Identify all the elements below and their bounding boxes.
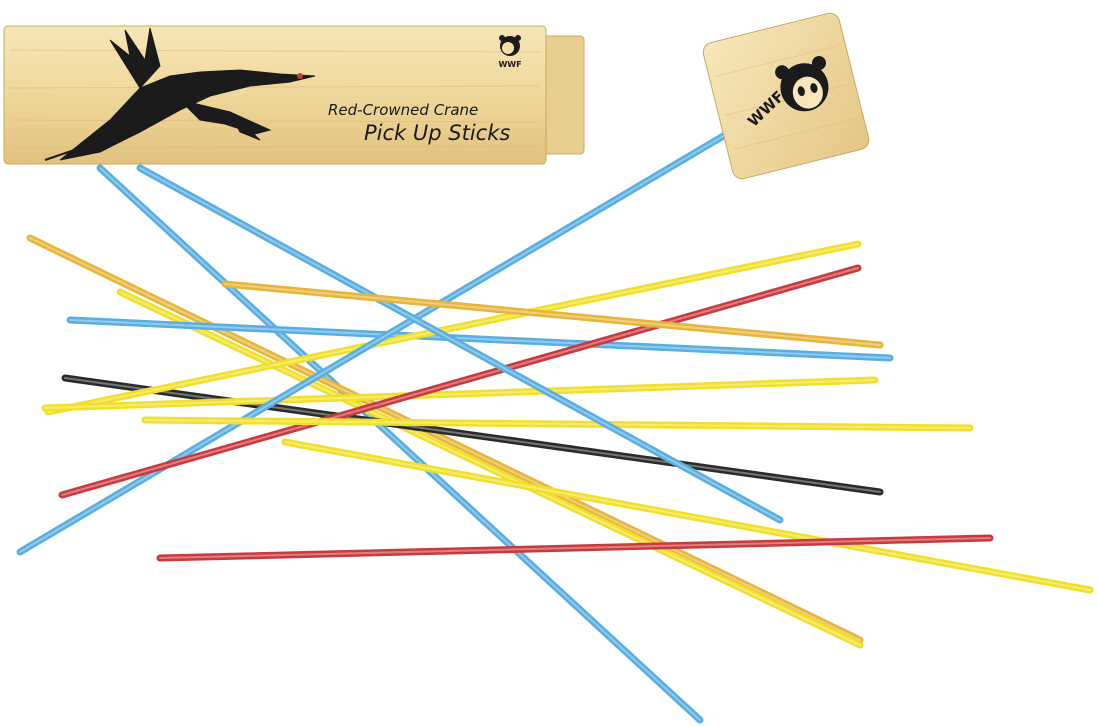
stick-highlight	[47, 243, 859, 413]
stick-blue	[66, 316, 894, 362]
stick-highlight	[44, 379, 876, 409]
crane-illustration	[44, 27, 316, 161]
stick-red	[58, 264, 862, 499]
stick-highlight	[159, 537, 991, 559]
wooden-box: WWF Red-Crowned Crane Pick Up Sticks	[3, 25, 585, 165]
stick-highlight	[69, 319, 891, 359]
stick-blue	[96, 164, 704, 724]
stick-highlight	[99, 167, 701, 721]
stick-highlight	[139, 167, 781, 521]
product-title: Pick Up Sticks	[364, 121, 510, 145]
sticks-pile	[16, 131, 1094, 724]
stick-highlight	[119, 291, 861, 646]
stick-highlight	[284, 441, 1091, 591]
stick-orange	[221, 280, 884, 349]
box-logo-text: WWF	[498, 60, 521, 69]
stick-yellow	[41, 376, 879, 412]
stick-highlight	[224, 283, 881, 346]
stick-highlight	[29, 237, 861, 641]
stick-orange	[26, 234, 864, 644]
box-cap: WWF	[702, 12, 870, 180]
stick-yellow	[116, 288, 864, 649]
product-subtitle: Red-Crowned Crane	[328, 101, 478, 119]
stick-highlight	[64, 377, 881, 493]
stick-blue	[136, 164, 784, 524]
stick-yellow	[44, 240, 862, 416]
stick-red	[156, 534, 994, 562]
wwf-panda-logo-box: WWF	[498, 35, 522, 69]
stick-black	[61, 374, 884, 496]
stick-highlight	[19, 134, 726, 553]
stick-yellow	[141, 416, 974, 432]
stick-blue	[16, 131, 729, 556]
stick-yellow	[281, 438, 1094, 594]
stick-highlight	[61, 267, 859, 496]
stick-highlight	[144, 419, 971, 429]
